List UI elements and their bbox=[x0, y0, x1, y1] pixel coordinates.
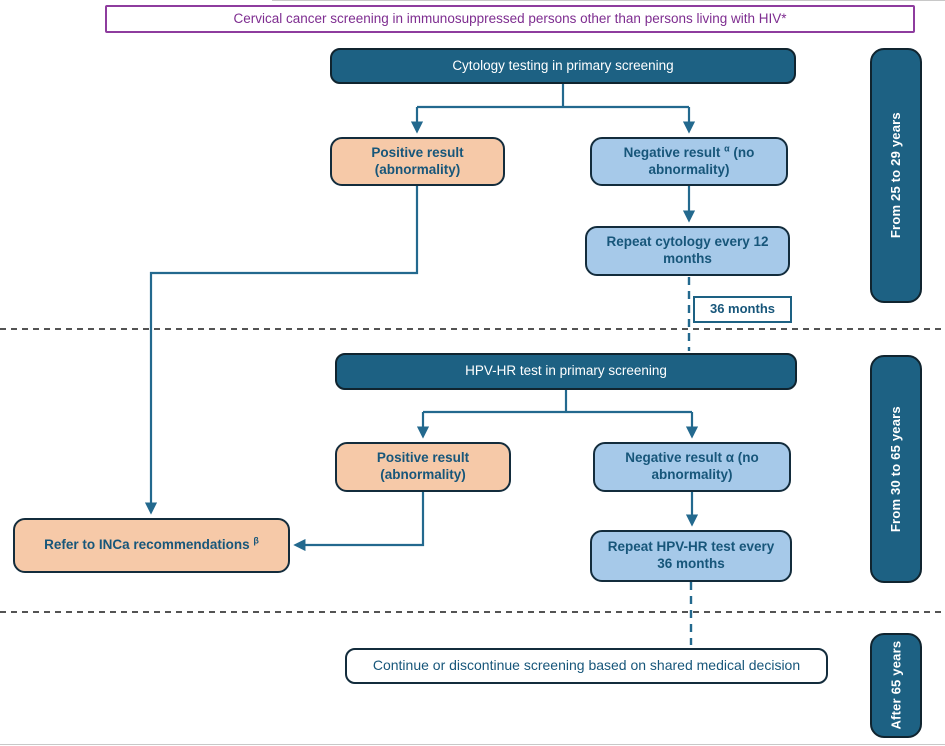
beta-footnote-mark: β bbox=[253, 535, 259, 546]
diagram-title: Cervical cancer screening in immunosuppr… bbox=[105, 5, 915, 33]
age-band-after-65: After 65 years bbox=[870, 633, 922, 738]
cytology-primary-screening-box: Cytology testing in primary screening bbox=[330, 48, 796, 84]
bottom-edge-line bbox=[0, 744, 945, 745]
age-band-30-65: From 30 to 65 years bbox=[870, 355, 922, 583]
age-band-30-65-label: From 30 to 65 years bbox=[887, 406, 903, 532]
hpv-positive-result-box: Positive result (abnormality) bbox=[335, 442, 511, 492]
refer-inca-recommendations-box: Refer to INCa recommendations β bbox=[13, 518, 290, 573]
hpv-hr-primary-screening-box: HPV-HR test in primary screening bbox=[335, 353, 797, 390]
cytology-negative-result-label: Negative result α (no abnormality) bbox=[623, 143, 755, 177]
cytology-positive-result-box: Positive result (abnormality) bbox=[330, 137, 505, 186]
connector-positive2-to-inca bbox=[293, 492, 425, 552]
hpv-negative-result-box: Negative result α (no abnormality) bbox=[593, 442, 791, 492]
continue-discontinue-screening-box: Continue or discontinue screening based … bbox=[345, 648, 828, 684]
cytology-negative-result-box: Negative result α (no abnormality) bbox=[590, 137, 788, 186]
refer-inca-label: Refer to INCa recommendations β bbox=[44, 535, 259, 553]
top-edge-line bbox=[272, 0, 945, 1]
repeat-cytology-box: Repeat cytology every 12 months bbox=[585, 226, 790, 276]
age-band-25-29: From 25 to 29 years bbox=[870, 48, 922, 303]
age-band-after-65-label: After 65 years bbox=[887, 641, 903, 730]
alpha-footnote-mark: α bbox=[724, 143, 730, 154]
age-band-25-29-label: From 25 to 29 years bbox=[887, 112, 903, 239]
interval-36-months-label: 36 months bbox=[693, 296, 792, 323]
repeat-hpv-test-box: Repeat HPV-HR test every 36 months bbox=[590, 530, 792, 582]
